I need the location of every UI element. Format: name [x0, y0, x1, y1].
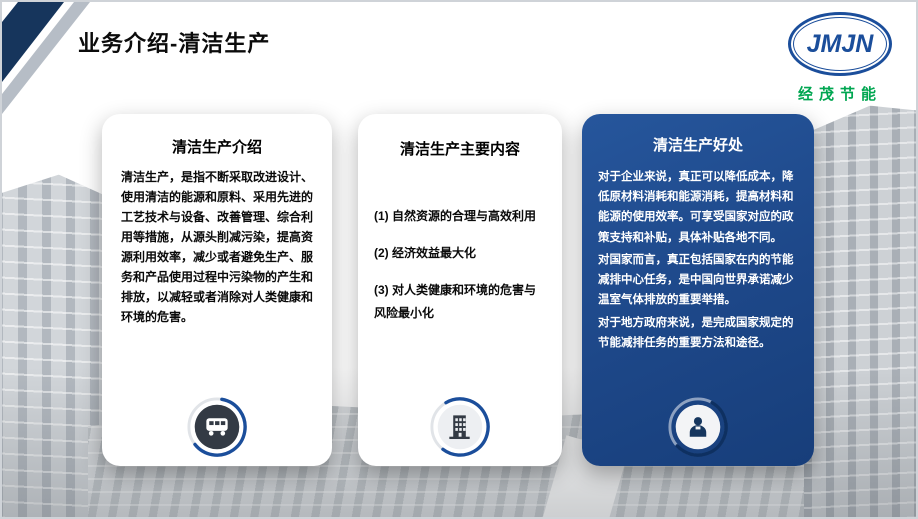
card-clean-production-contents: 清洁生产主要内容 (1) 自然资源的合理与高效利用 (2) 经济效益最大化 (3…: [358, 114, 562, 466]
card-benefits-body: 对于企业来说，真正可以降低成本，降低原材料消耗和能源消耗，提高材料和能源的使用效…: [598, 167, 798, 353]
logo-subtitle: 经茂节能: [797, 86, 882, 103]
benefit-paragraph: 对于地方政府来说，是完成国家规定的节能减排任务的重要方法和途径。: [598, 316, 794, 349]
bus-icon: [186, 396, 248, 458]
list-item: (2) 经济效益最大化: [374, 246, 477, 261]
card-clean-production-intro: 清洁生产介绍 清洁生产，是指不断采取改进设计、使用清洁的能源和原料、采用先进的工…: [102, 114, 332, 466]
card-intro-body: 清洁生产，是指不断采取改进设计、使用清洁的能源和原料、采用先进的工艺技术与设备、…: [121, 170, 314, 324]
company-logo: JMJN 经茂节能: [784, 12, 896, 104]
logo-text: JMJN: [806, 29, 874, 58]
benefit-paragraph: 对国家而言，真正包括国家在内的节能减排中心任务，是中国向世界承诺减少温室气体排放…: [598, 253, 794, 307]
card-clean-production-benefits: 清洁生产好处 对于企业来说，真正可以降低成本，降低原材料消耗和能源消耗，提高材料…: [582, 114, 814, 466]
card-contents-list: (1) 自然资源的合理与高效利用 (2) 经济效益最大化 (3) 对人类健康和环…: [374, 205, 546, 324]
benefit-paragraph: 对于企业来说，真正可以降低成本，降低原材料消耗和能源消耗，提高材料和能源的使用效…: [598, 171, 794, 244]
list-item: (1) 自然资源的合理与高效利用: [374, 209, 537, 223]
page-title: 业务介绍-清洁生产: [78, 31, 271, 56]
building-icon: [429, 396, 491, 458]
card-intro-title: 清洁生产介绍: [171, 139, 262, 156]
list-item: (3) 对人类健康和环境的危害与风险最小化: [374, 283, 537, 320]
card-contents-title: 清洁生产主要内容: [399, 141, 520, 158]
logo-ellipse: JMJN: [788, 12, 892, 76]
card-benefits-title: 清洁生产好处: [652, 137, 743, 154]
person-icon: [667, 396, 729, 458]
